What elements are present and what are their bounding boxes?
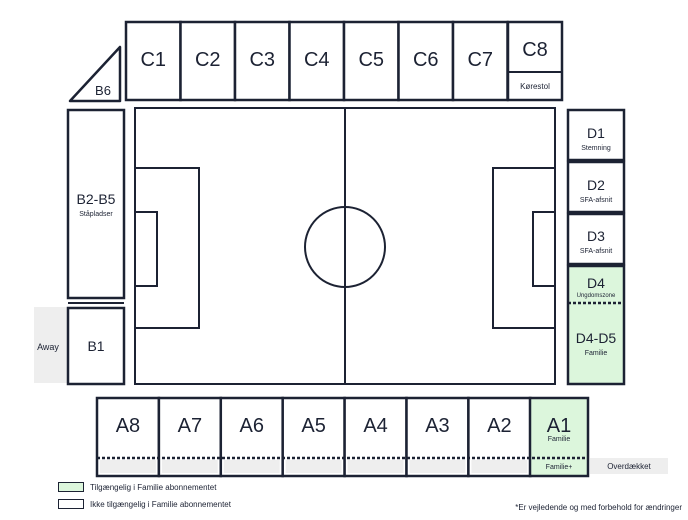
- section-d3-sub: SFA-afsnit: [580, 248, 612, 255]
- section-c7[interactable]: C7: [451, 20, 509, 102]
- section-a1-sub: Familie: [548, 436, 571, 443]
- section-b2-b5-sub: Ståpladser: [79, 210, 113, 218]
- section-d2[interactable]: D2 SFA-afsnit: [566, 160, 626, 214]
- section-a4-label: A4: [363, 415, 387, 437]
- section-c5[interactable]: C5: [342, 20, 400, 102]
- section-a5-label: A5: [301, 415, 325, 437]
- section-b2-b5-label: B2-B5: [77, 191, 116, 207]
- legend-unavailable-swatch: [58, 499, 84, 509]
- section-c1-label: C1: [140, 49, 166, 71]
- stand-c: C1 C2 C3 C4 C5 C6 C7: [124, 20, 509, 102]
- section-c8-sub: Kørestol: [520, 82, 550, 91]
- section-c8-label: C8: [522, 39, 548, 61]
- section-d4-d5-sub: Familie: [585, 350, 608, 357]
- section-d2-sub: SFA-afsnit: [580, 197, 612, 204]
- covered-strip-a8: [100, 460, 156, 473]
- section-c2-label: C2: [195, 49, 221, 71]
- section-c8[interactable]: C8 Kørestol: [506, 20, 564, 102]
- covered-strip-a6: [223, 460, 280, 473]
- section-c4[interactable]: C4: [288, 20, 346, 102]
- away-area: [34, 307, 68, 383]
- section-a1[interactable]: A1 Familie Familie+: [528, 396, 590, 478]
- legend-available-text: Tilgængelig i Familie abonnementet: [90, 482, 217, 492]
- section-d1-label: D1: [587, 125, 605, 141]
- section-c3[interactable]: C3: [233, 20, 291, 102]
- legend-available-swatch: [58, 482, 84, 492]
- section-c1[interactable]: C1: [124, 20, 182, 102]
- covered-strip-a4: [347, 460, 404, 473]
- section-d1-sub: Stemning: [581, 145, 611, 152]
- section-c2[interactable]: C2: [179, 20, 237, 102]
- section-a6-label: A6: [240, 415, 264, 437]
- section-d4[interactable]: D4 Ungdomszone D4-D5 Familie: [566, 264, 626, 386]
- section-d2-label: D2: [587, 177, 605, 193]
- section-b1-label: B1: [87, 338, 104, 354]
- section-b6-label: B6: [95, 83, 111, 98]
- section-b6[interactable]: B6: [68, 45, 122, 103]
- overdaekket-label: Overdækket: [607, 462, 651, 471]
- section-d1[interactable]: D1 Stemning: [566, 108, 626, 162]
- covered-strip-a3: [409, 460, 466, 473]
- center-circle: [304, 206, 386, 288]
- section-c6[interactable]: C6: [397, 20, 455, 102]
- right-goal-box: [532, 211, 556, 287]
- overdaekket-tag: [590, 458, 668, 474]
- pitch: [134, 107, 556, 385]
- section-b2-b5[interactable]: B2-B5 Ståpladser: [66, 108, 126, 300]
- section-d3[interactable]: D3 SFA-afsnit: [566, 212, 626, 266]
- legend-unavailable: Ikke tilgængelig i Familie abonnementet: [58, 499, 231, 509]
- covered-strip-a5: [285, 460, 342, 473]
- section-c7-label: C7: [467, 49, 493, 71]
- section-b1[interactable]: B1: [66, 306, 126, 386]
- section-d4-d5-label: D4-D5: [576, 330, 617, 346]
- section-a2-label: A2: [487, 415, 511, 437]
- section-a7-label: A7: [178, 415, 202, 437]
- footnote: *Er vejledende og med forbehold for ændr…: [515, 503, 682, 512]
- section-c4-label: C4: [304, 49, 330, 71]
- legend-unavailable-text: Ikke tilgængelig i Familie abonnementet: [90, 499, 231, 509]
- covered-strip-a7: [161, 460, 218, 473]
- section-a1-label: A1: [547, 415, 571, 437]
- right-penalty-box: [492, 167, 556, 329]
- left-penalty-box: [134, 167, 200, 329]
- section-d3-label: D3: [587, 228, 605, 244]
- section-c3-label: C3: [249, 49, 275, 71]
- section-d4-sub: Ungdomszone: [577, 293, 616, 299]
- away-label: Away: [37, 342, 59, 352]
- section-c5-label: C5: [358, 49, 384, 71]
- left-goal-box: [134, 211, 158, 287]
- section-a3-label: A3: [425, 415, 449, 437]
- covered-strip-a2: [471, 460, 528, 473]
- section-c6-label: C6: [413, 49, 439, 71]
- section-d4-label: D4: [587, 275, 605, 291]
- covered-strip: [100, 460, 528, 473]
- legend-available: Tilgængelig i Familie abonnementet: [58, 482, 216, 492]
- section-a1-sub2: Familie+: [546, 464, 573, 471]
- section-a8-label: A8: [116, 415, 140, 437]
